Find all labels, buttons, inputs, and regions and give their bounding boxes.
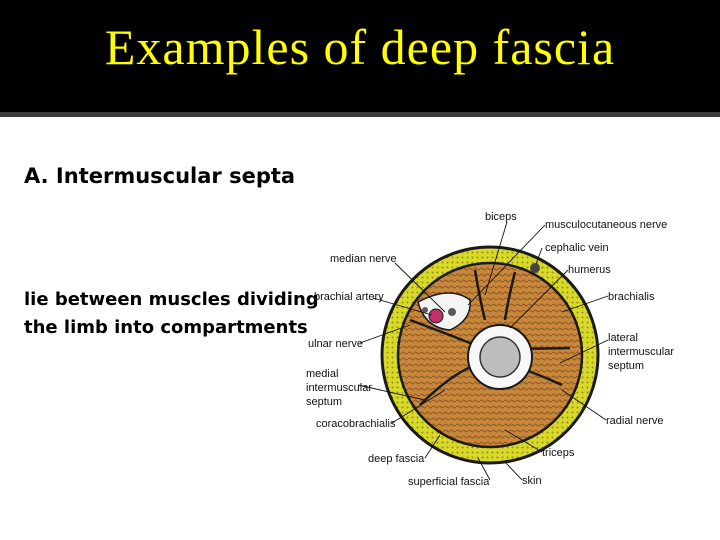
label-deep-fascia: deep fascia bbox=[368, 453, 425, 465]
label-musculocutaneous-nerve: musculocutaneous nerve bbox=[545, 219, 667, 231]
label-coracobrachialis: coracobrachialis bbox=[316, 418, 396, 430]
label-brachial-artery: brachial artery bbox=[314, 291, 384, 303]
body-text-line-2: the limb into compartments bbox=[24, 317, 308, 338]
label-median-nerve: median nerve bbox=[330, 253, 397, 265]
label-skin: skin bbox=[522, 475, 542, 487]
label-superficial-fascia: superficial fascia bbox=[408, 476, 490, 488]
section-heading: A. Intermuscular septa bbox=[24, 164, 295, 188]
body-text-line-1: lie between muscles dividing bbox=[24, 289, 319, 310]
label-lateral-septum-line3: septum bbox=[608, 360, 644, 372]
arm-cross-section-diagram: biceps musculocutaneous nerve cephalic v… bbox=[300, 200, 700, 500]
label-humerus: humerus bbox=[568, 264, 611, 276]
label-triceps: triceps bbox=[542, 447, 575, 459]
humerus-bone bbox=[468, 325, 532, 389]
label-brachialis: brachialis bbox=[608, 291, 655, 303]
label-lateral-septum-line1: lateral bbox=[608, 332, 638, 344]
title-divider bbox=[0, 112, 720, 117]
label-lateral-septum-line2: intermuscular bbox=[608, 346, 674, 358]
label-medial-septum-line3: septum bbox=[306, 396, 342, 408]
label-biceps: biceps bbox=[485, 211, 517, 223]
slide-title: Examples of deep fascia bbox=[0, 18, 720, 76]
label-cephalic-vein: cephalic vein bbox=[545, 242, 609, 254]
label-medial-septum-line1: medial bbox=[306, 368, 338, 380]
label-medial-septum-line2: intermuscular bbox=[306, 382, 372, 394]
label-ulnar-nerve: ulnar nerve bbox=[308, 338, 363, 350]
label-radial-nerve: radial nerve bbox=[606, 415, 663, 427]
cephalic-vein-mark bbox=[530, 263, 540, 273]
